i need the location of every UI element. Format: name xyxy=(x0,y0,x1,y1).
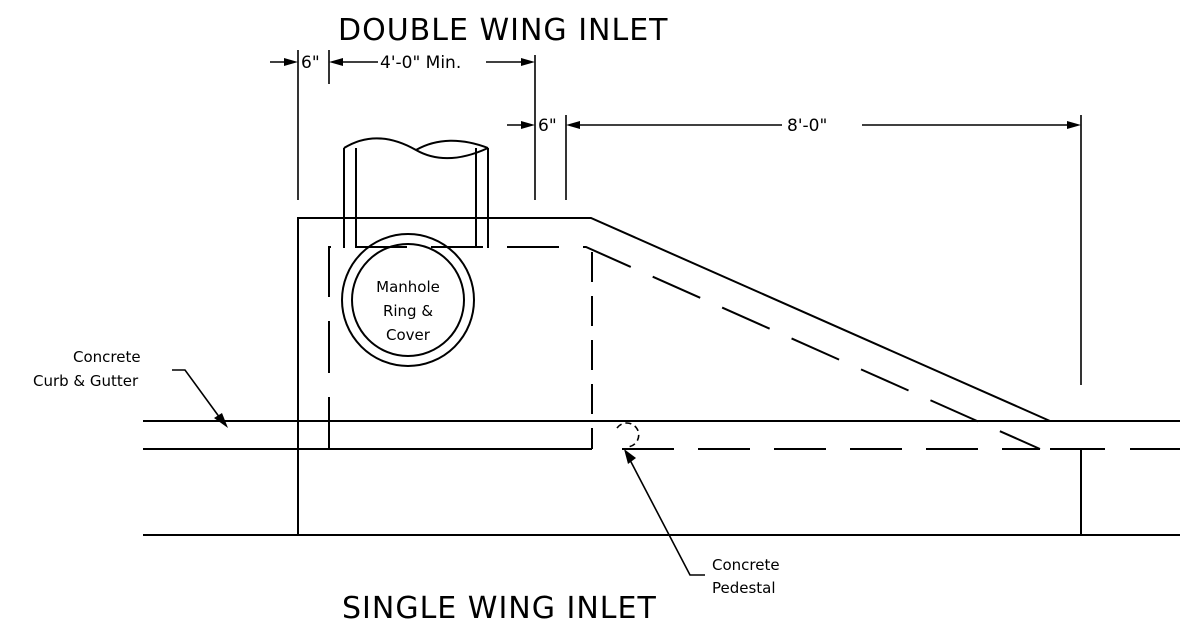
manhole-ring-cover: Manhole Ring & Cover xyxy=(341,233,475,367)
pedestal-callout: Concrete Pedestal xyxy=(616,422,780,597)
dim-left-offset: 6" xyxy=(301,53,320,73)
dim-wing-length: 8'-0" xyxy=(787,116,827,136)
dim-middle-offset: 6" xyxy=(538,116,557,136)
dim-manhole-width: 4'-0" Min. xyxy=(380,53,461,73)
pedestal-label-line-1: Concrete xyxy=(712,556,780,574)
curb-callout: Concrete Curb & Gutter xyxy=(33,348,228,428)
curb-label-line-2: Curb & Gutter xyxy=(33,372,139,390)
pedestal-label-line-2: Pedestal xyxy=(712,579,776,597)
manhole-label-line-1: Manhole xyxy=(376,278,440,296)
curb-label-line-1: Concrete xyxy=(73,348,141,366)
manhole-riser xyxy=(343,137,489,248)
title-double-wing-inlet: DOUBLE WING INLET xyxy=(338,13,668,48)
dimension-group: 6" 4'-0" Min. 6" 8'-0" xyxy=(270,50,1082,385)
manhole-label-line-3: Cover xyxy=(386,326,431,344)
inlet-structure xyxy=(297,217,1082,535)
title-single-wing-inlet: SINGLE WING INLET xyxy=(342,591,657,626)
manhole-label-line-2: Ring & xyxy=(383,302,433,320)
